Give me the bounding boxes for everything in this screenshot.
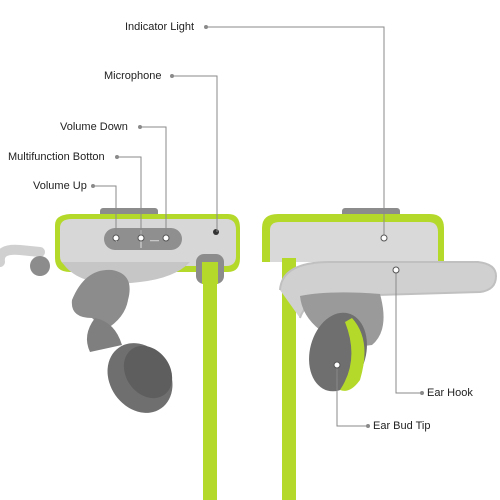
leader-indicator-light: [206, 26, 385, 238]
leader-volume-up: [93, 185, 117, 238]
leader-multifunction: [117, 156, 142, 238]
target-ear-bud-tip: [333, 361, 341, 369]
label-ear-bud-tip: Ear Bud Tip: [373, 420, 431, 432]
target-multifunction: [137, 234, 145, 242]
dot-volume-up-label: [91, 184, 95, 188]
leader-ear-hook: [395, 270, 422, 394]
microphone-hole: [213, 229, 219, 235]
callout-targets: [112, 234, 400, 369]
left-earbud: + —: [0, 208, 240, 500]
leader-ear-bud-tip: [336, 365, 368, 427]
right-cable: [282, 258, 296, 500]
left-ear-hook: [0, 244, 45, 267]
label-indicator-light: Indicator Light: [125, 21, 195, 33]
left-tip-inner: [123, 345, 173, 399]
dot-ear-hook-label: [420, 391, 424, 395]
left-cable: [203, 270, 217, 500]
left-hook-joint: [30, 256, 50, 276]
label-multifunction-button: Multifunction Botton: [8, 151, 105, 163]
minus-icon: —: [150, 235, 159, 245]
right-earbud: [262, 208, 498, 500]
leader-microphone: [172, 75, 218, 232]
target-indicator-light: [380, 234, 388, 242]
left-bud-neck: [86, 318, 122, 352]
right-shell-face: [270, 222, 438, 262]
label-microphone: Microphone: [104, 70, 162, 82]
dot-multifunction-label: [115, 155, 119, 159]
dot-volume-down-label: [138, 125, 142, 129]
left-stem: [71, 269, 130, 330]
dot-ear-bud-tip-label: [366, 424, 370, 428]
callout-dots: [91, 25, 424, 428]
target-ear-hook: [392, 266, 400, 274]
target-volume-down: [162, 234, 170, 242]
label-ear-hook: Ear Hook: [427, 387, 473, 399]
dot-indicator-light-label: [204, 25, 208, 29]
dot-microphone-label: [170, 74, 174, 78]
target-volume-up: [112, 234, 120, 242]
leader-volume-down: [140, 126, 167, 238]
callout-lines: [93, 26, 422, 427]
right-tip-lime-accent: [340, 318, 365, 391]
label-volume-up: Volume Up: [33, 180, 87, 192]
label-volume-down: Volume Down: [60, 121, 128, 133]
